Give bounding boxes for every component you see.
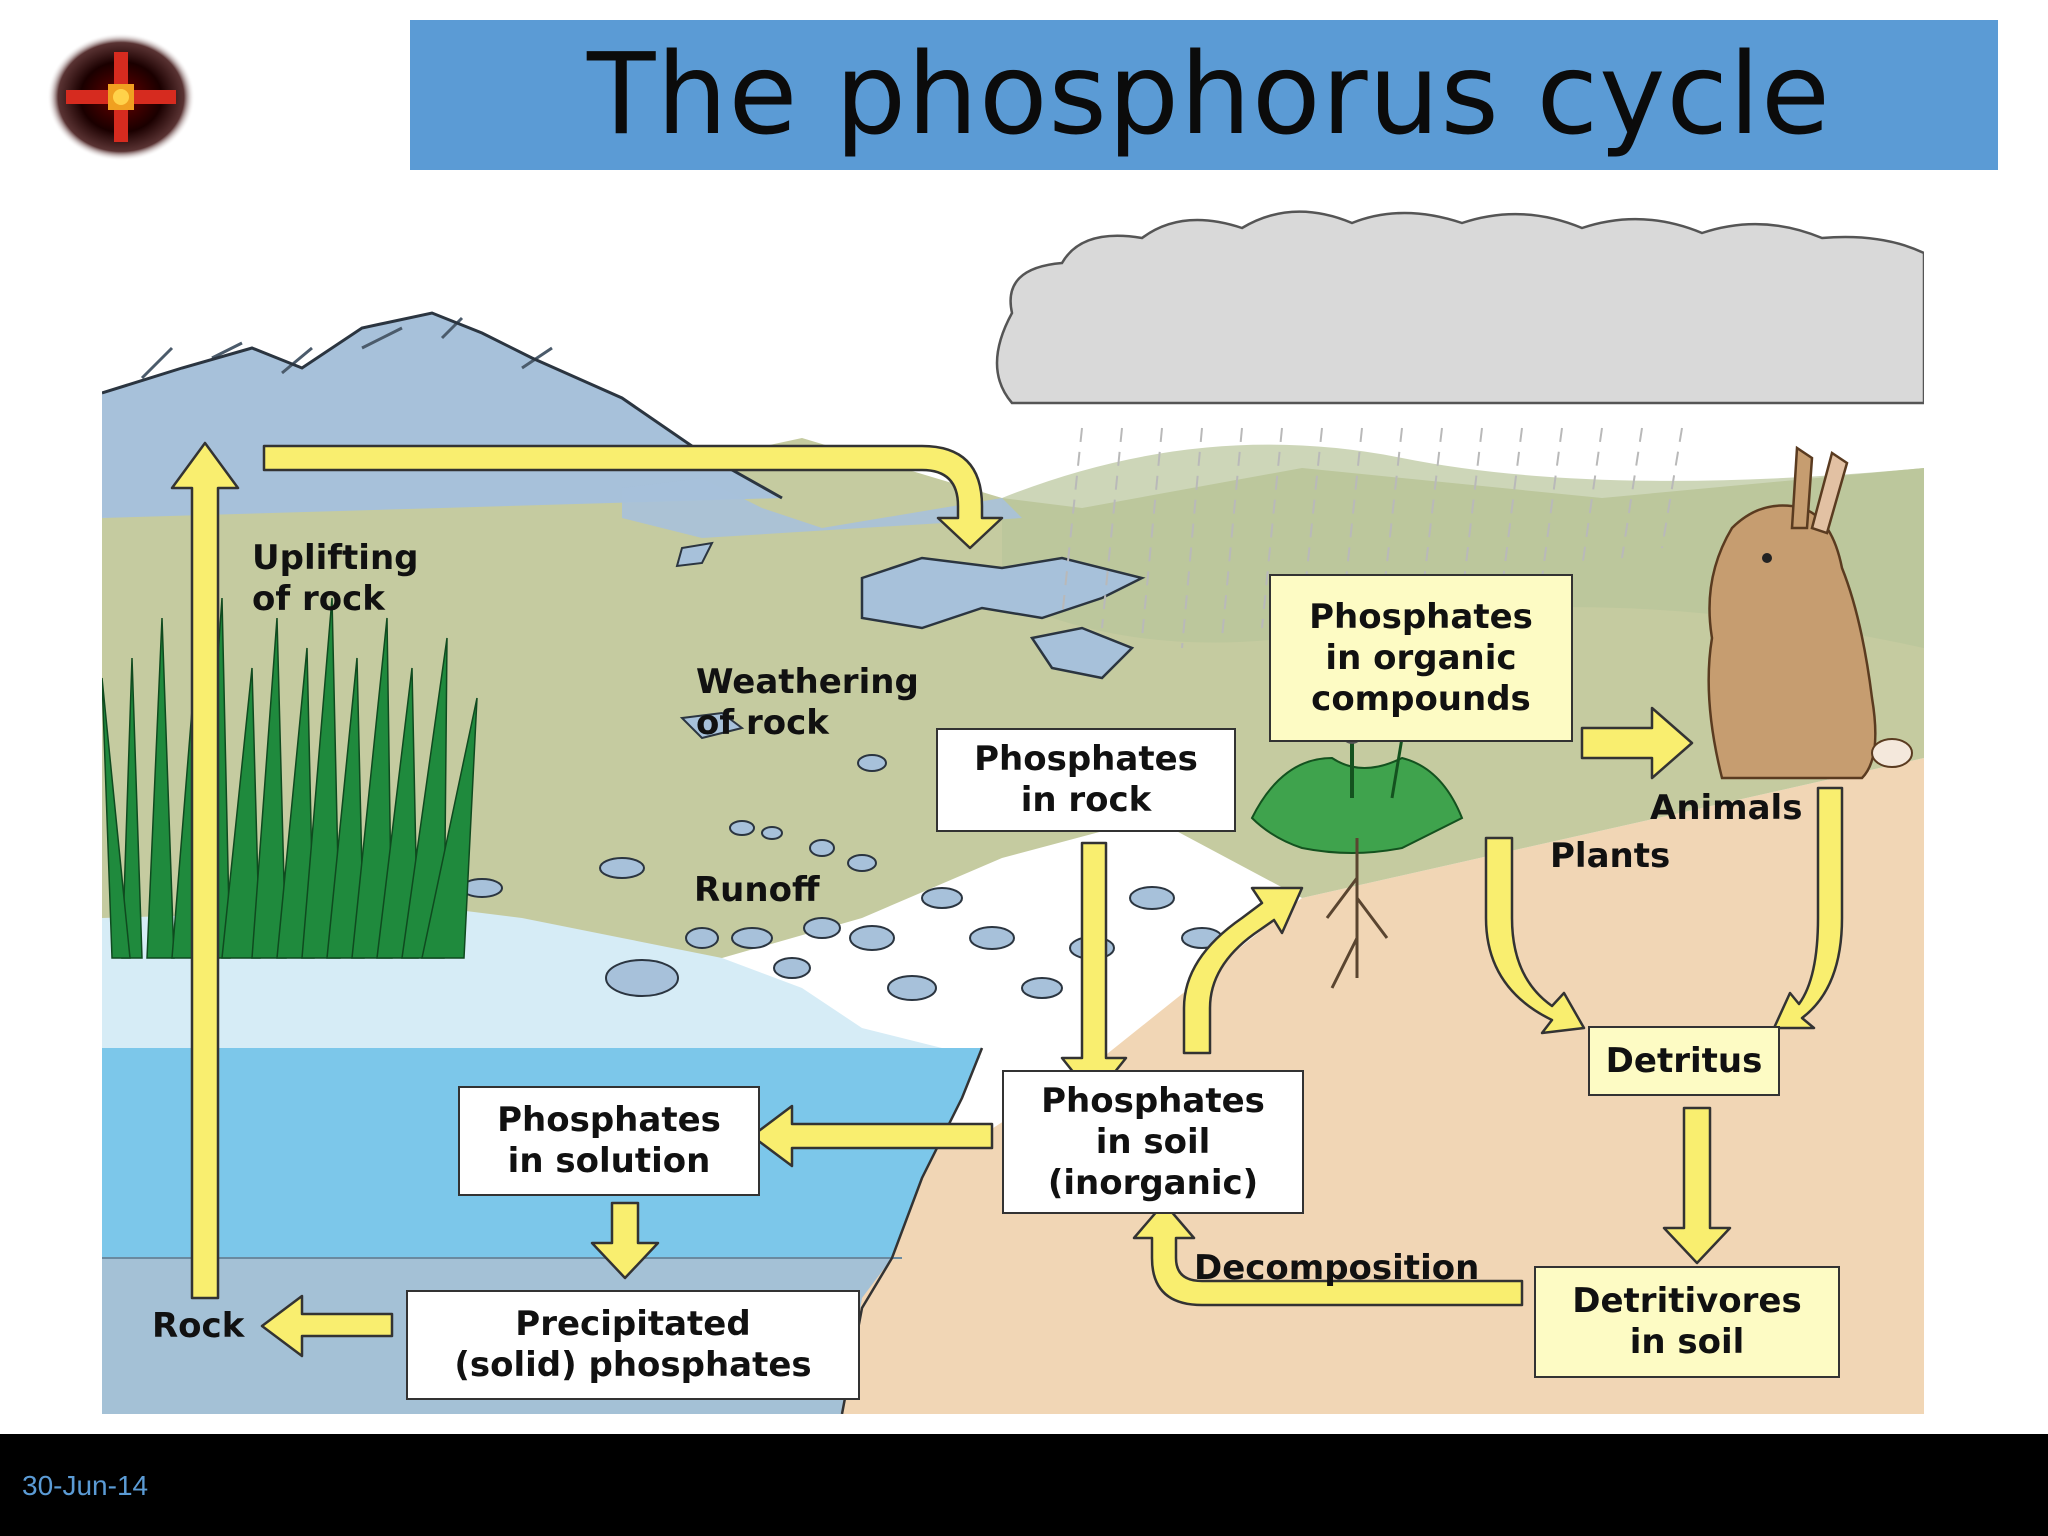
precipitated-phosphates-box: Precipitated(solid) phosphates	[406, 1290, 860, 1400]
decomposition-label: Decomposition	[1194, 1248, 1480, 1288]
footer-date: 30-Jun-14	[22, 1470, 149, 1501]
footer-bar	[0, 1434, 2048, 1536]
rock-label: Rock	[152, 1306, 245, 1346]
title-bar: The phosphorus cycle	[410, 20, 1998, 170]
runoff-label: Runoff	[694, 870, 820, 910]
animals-label: Animals	[1650, 788, 1803, 828]
detritus-box: Detritus	[1588, 1026, 1780, 1096]
plants-label: Plants	[1550, 836, 1671, 876]
slide-title: The phosphorus cycle	[587, 30, 1831, 160]
logo-icon	[47, 33, 195, 161]
